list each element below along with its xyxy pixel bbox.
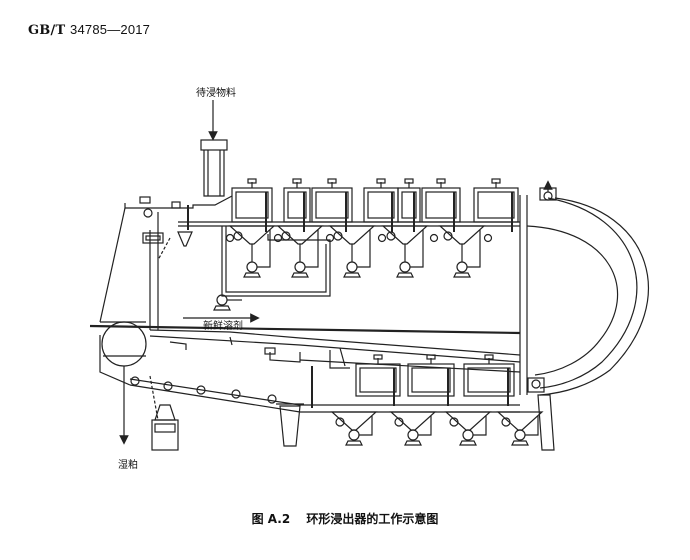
ring-inner-arc — [526, 225, 618, 376]
lower-cells — [355, 354, 515, 406]
solvent-main-line — [89, 324, 521, 335]
upper-collecting-hopper-1 — [228, 225, 276, 245]
feed-hopper — [200, 100, 228, 197]
left-cyclone — [177, 231, 193, 247]
center-discharge-hopper — [279, 405, 301, 447]
solvent-loop-pipe — [221, 226, 331, 297]
wet-meal-collector — [151, 404, 179, 451]
upper-cell-5 — [397, 187, 421, 223]
lower-pump-2-icon — [407, 429, 419, 441]
right-discharge-hopper — [537, 394, 555, 451]
material-in-label: 待浸物料 — [196, 88, 236, 99]
lower-collecting-hopper-3 — [444, 411, 492, 431]
upper-pump-row — [225, 225, 493, 278]
housing-left-wall — [99, 207, 126, 323]
standard-number: 34785—2017 — [70, 22, 151, 37]
standard-prefix: GB/T — [28, 23, 66, 38]
housing-top-left — [124, 195, 233, 209]
lower-pump-4-icon — [514, 429, 526, 441]
upper-pump-2-icon — [294, 261, 306, 273]
sight-glass — [142, 232, 164, 244]
figure-caption: 图 A.2 环形浸出器的工作示意图 — [0, 510, 690, 527]
upper-collecting-hopper-4 — [381, 225, 429, 245]
ring-return — [526, 180, 649, 451]
figure-number: 图 A.2 — [251, 512, 291, 526]
upper-collecting-hopper-5 — [438, 225, 486, 245]
feed-hopper-top — [200, 139, 228, 151]
figure-title: 环形浸出器的工作示意图 — [306, 512, 439, 526]
lower-collecting-hopper-1 — [330, 411, 378, 431]
upper-cells — [231, 178, 519, 232]
lower-pump-1-icon — [348, 429, 360, 441]
upper-pump-1-icon — [246, 261, 258, 273]
lower-frame-rail — [129, 384, 520, 413]
standard-code-header: GB/T 34785—2017 — [28, 22, 150, 38]
inspection-port-icon — [143, 208, 153, 218]
ring-bottom-drive — [527, 377, 545, 393]
lower-belt — [130, 336, 521, 421]
upper-collecting-hopper-3 — [328, 225, 376, 245]
discharge-drum-circle — [101, 321, 147, 367]
upper-pump-3-icon — [346, 261, 358, 273]
top-left-fixtures — [139, 196, 193, 261]
upper-pump-4-icon — [399, 261, 411, 273]
ring-outer-arc — [539, 197, 649, 396]
upper-collecting-hopper-2 — [276, 225, 324, 245]
lower-belt-rail — [149, 329, 521, 356]
fresh-solvent-label: 新鲜溶剂 — [203, 321, 243, 332]
feed-hopper-body — [203, 150, 225, 197]
discharge-drum — [100, 321, 147, 445]
wet-meal-label: 湿粕 — [118, 460, 138, 471]
lower-pump-3-icon — [462, 429, 474, 441]
left-column-walls — [149, 212, 159, 330]
upper-pump-5-icon — [456, 261, 468, 273]
lower-collecting-hopper-2 — [389, 411, 437, 431]
lower-pump-row — [330, 411, 544, 446]
lower-collecting-hopper-4 — [496, 411, 544, 431]
fresh-solvent-piping — [183, 226, 331, 323]
extractor-housing — [89, 195, 528, 413]
housing-left-lower — [99, 335, 131, 386]
